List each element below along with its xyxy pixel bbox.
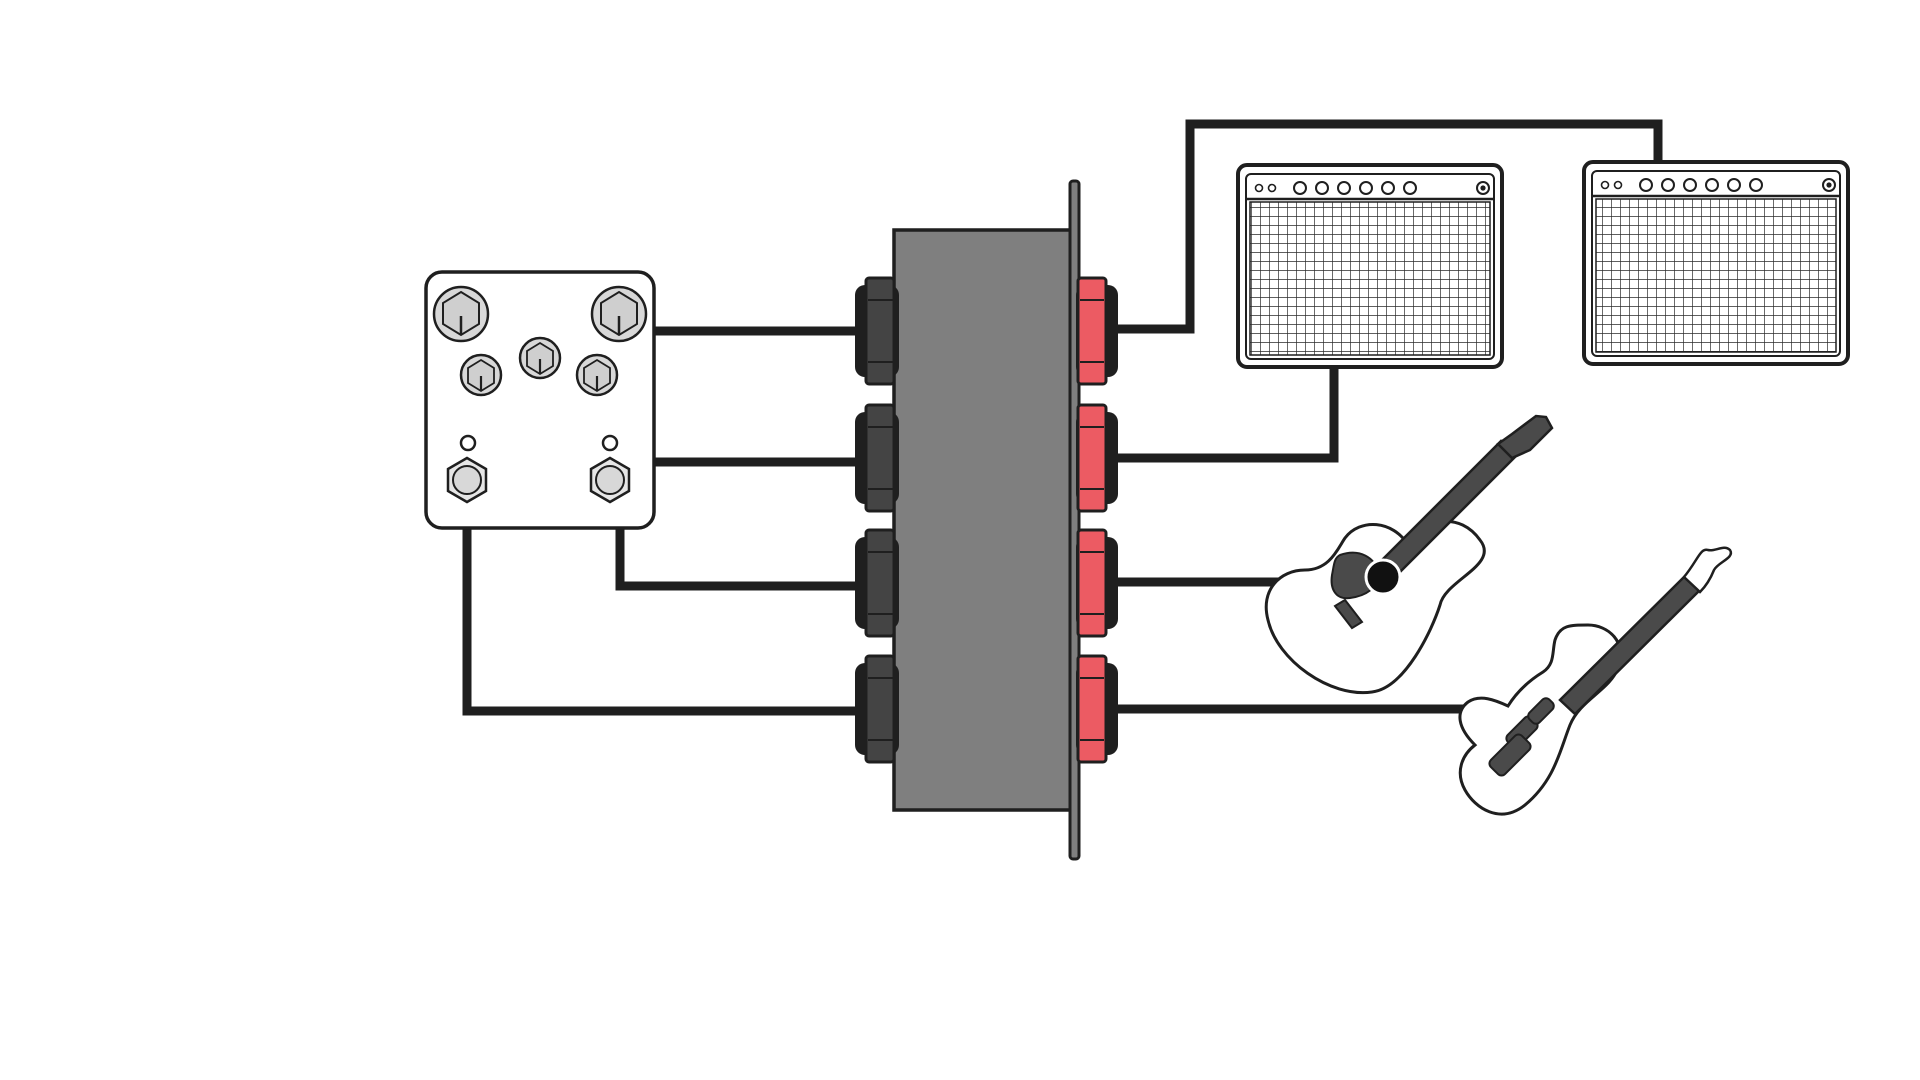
small-knob-1 xyxy=(459,353,503,397)
switcher-panel xyxy=(855,179,1118,861)
acoustic-guitar-headstock xyxy=(1496,414,1554,460)
amp-1-grille xyxy=(1249,201,1491,356)
electric-guitar-bridge xyxy=(1488,733,1532,777)
output-jack-1 xyxy=(1076,276,1118,386)
amp-2-input-jack xyxy=(1600,180,1610,190)
input-jack-2 xyxy=(855,403,899,513)
pedal-body xyxy=(424,270,656,530)
cable-pedal-to-input-4 xyxy=(462,525,858,716)
acoustic-guitar-soundhole xyxy=(1364,558,1402,596)
effects-pedal xyxy=(424,270,656,530)
amp-1-knobs xyxy=(1293,181,1417,195)
amp-2-input-jack-2 xyxy=(1613,180,1623,190)
input-jack-3 xyxy=(855,528,899,638)
amp-1-input-jack xyxy=(1254,183,1264,193)
amp-1-input-jack-2 xyxy=(1267,183,1277,193)
led-left xyxy=(459,434,477,452)
cables xyxy=(462,119,1663,716)
acoustic-guitar-body xyxy=(1264,519,1486,695)
footswitch-left xyxy=(446,456,488,504)
amp-2-knobs xyxy=(1639,178,1763,192)
big-knob-right xyxy=(590,285,648,343)
cable-output-1-to-amp-2 xyxy=(1115,119,1663,334)
small-knob-3 xyxy=(575,353,619,397)
cable-pedal-to-input-3 xyxy=(615,523,858,591)
input-jack-4 xyxy=(855,654,899,764)
footswitch-right xyxy=(589,456,631,504)
output-jack-3 xyxy=(1076,528,1118,638)
electric-guitar-headstock xyxy=(1682,546,1733,594)
panel-body xyxy=(892,228,1080,812)
cable-output-2-to-amp-1 xyxy=(1115,367,1339,463)
output-jack-4 xyxy=(1076,654,1118,764)
acoustic-guitar xyxy=(1264,414,1554,695)
amp-2 xyxy=(1582,160,1850,366)
amp-2-grille xyxy=(1595,198,1837,353)
acoustic-guitar-pickguard xyxy=(1330,551,1380,600)
electric-guitar-pickup-2 xyxy=(1527,697,1555,725)
amp-1 xyxy=(1236,163,1504,369)
small-knob-2 xyxy=(518,336,562,380)
acoustic-guitar-bridge xyxy=(1333,598,1364,630)
led-right xyxy=(601,434,619,452)
output-jack-2 xyxy=(1076,403,1118,513)
electric-guitar xyxy=(1458,546,1733,816)
big-knob-left xyxy=(432,285,490,343)
input-jack-1 xyxy=(855,276,899,386)
